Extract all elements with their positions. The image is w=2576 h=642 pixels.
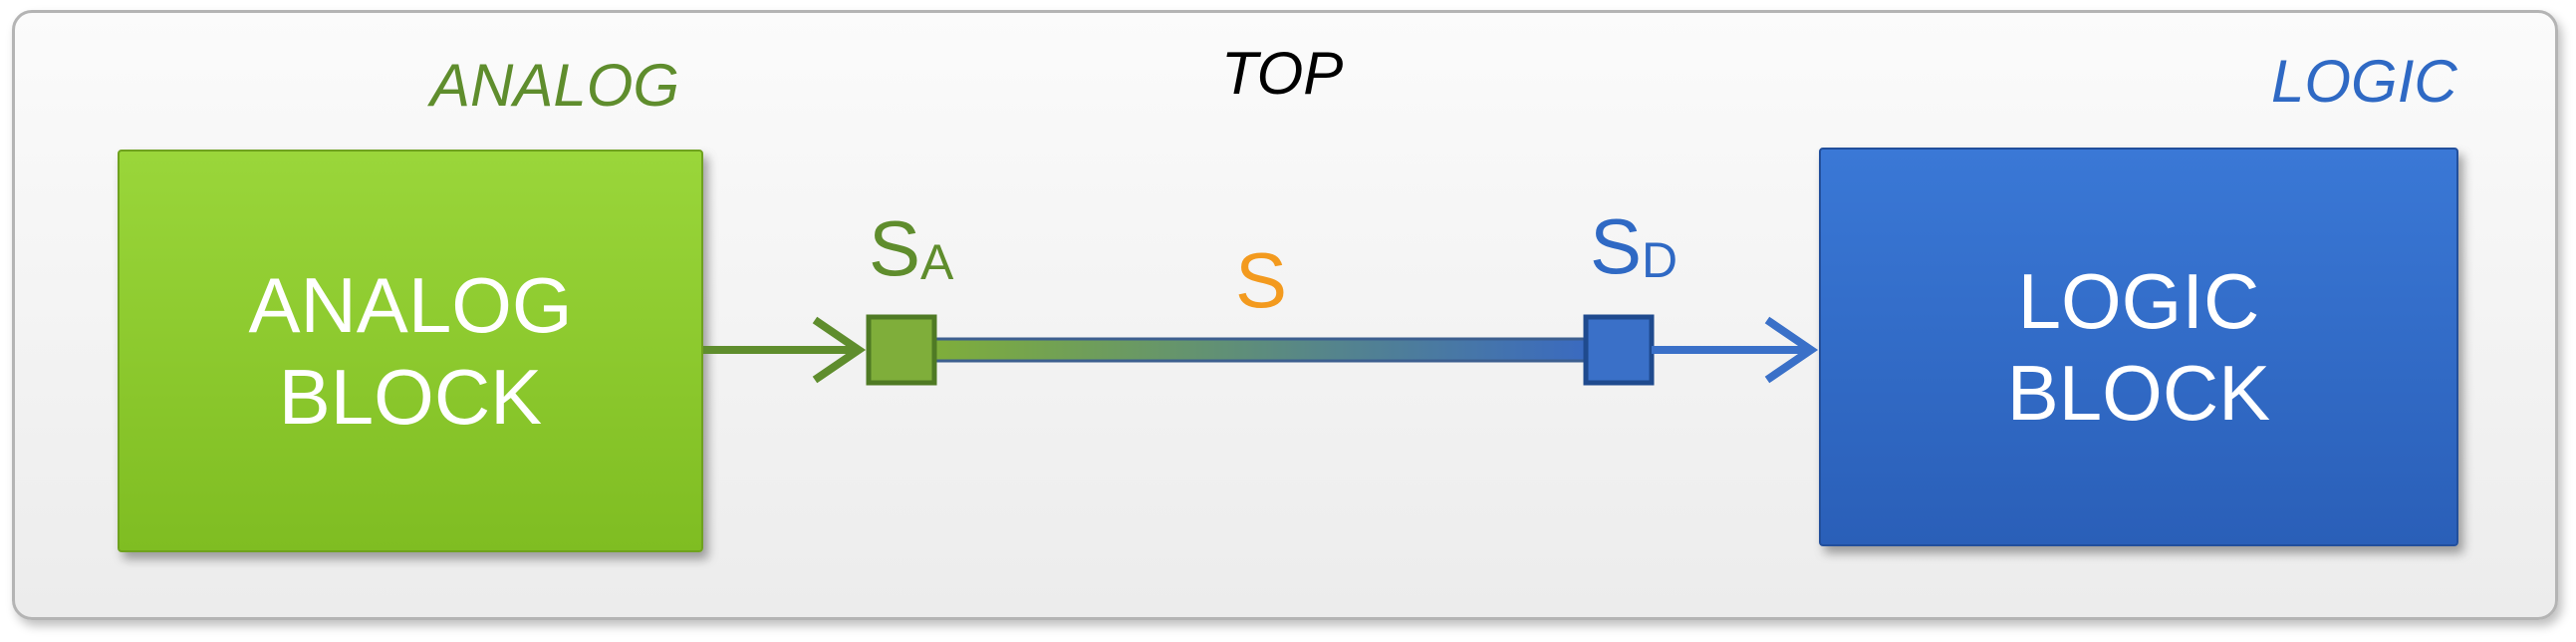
logic-block[interactable]: LOGIC BLOCK	[1819, 148, 2458, 546]
logic-block-label-line2: BLOCK	[2006, 349, 2271, 437]
signal-label-sa-main: S	[869, 204, 921, 292]
analog-region-label: ANALOG	[430, 52, 680, 119]
logic-block-label-line1: LOGIC	[2017, 256, 2260, 345]
signal-label-sa-sub: A	[920, 234, 954, 290]
logic-region-label: LOGIC	[2271, 48, 2457, 115]
port-sd[interactable]	[1583, 314, 1655, 386]
signal-wire	[934, 337, 1586, 363]
signal-label-sa: SA	[869, 209, 953, 287]
top-region-label: TOP	[1221, 40, 1344, 107]
port-sa[interactable]	[866, 314, 937, 386]
signal-label-sd: SD	[1590, 207, 1677, 285]
signal-label-sd-sub: D	[1642, 232, 1678, 288]
analog-block[interactable]: ANALOG BLOCK	[118, 150, 703, 552]
analog-output-arrow	[703, 316, 867, 384]
logic-input-arrow	[1652, 316, 1819, 384]
analog-block-label-line2: BLOCK	[278, 353, 543, 441]
signal-label-s: S	[1235, 236, 1288, 324]
signal-label-sd-main: S	[1590, 202, 1643, 290]
analog-block-label-line1: ANALOG	[248, 260, 573, 349]
